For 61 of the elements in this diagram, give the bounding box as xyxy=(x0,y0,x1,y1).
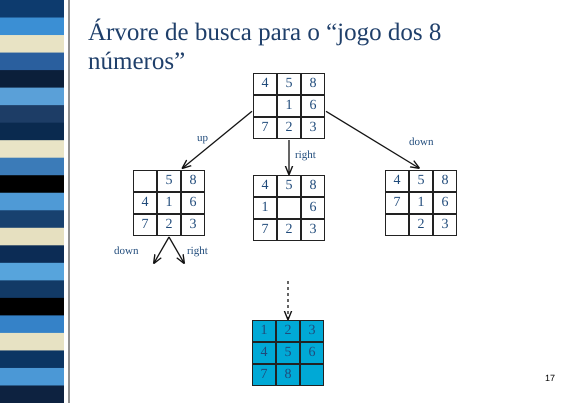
tile-number: 8 xyxy=(301,73,325,95)
arrow xyxy=(326,110,420,170)
tile-number: 5 xyxy=(276,342,300,364)
empty-tile xyxy=(133,170,157,192)
empty-tile xyxy=(385,214,409,236)
tile-number: 3 xyxy=(301,117,325,139)
tile-number: 7 xyxy=(385,192,409,214)
empty-tile xyxy=(253,95,277,117)
tile-number: 8 xyxy=(276,364,300,386)
edge-label: down xyxy=(408,136,434,148)
puzzle-board xyxy=(253,73,325,139)
tile-number: 5 xyxy=(157,170,181,192)
edge-label: right xyxy=(186,245,209,257)
tile-number: 3 xyxy=(433,214,457,236)
tile-number: 1 xyxy=(252,320,276,342)
puzzle-board xyxy=(133,170,205,236)
slide-title: Árvore de busca para o “jogo dos 8 números” xyxy=(88,18,442,76)
tile-number: 4 xyxy=(252,342,276,364)
tile-number: 1 xyxy=(157,192,181,214)
tile-number: 4 xyxy=(253,73,277,95)
tile-number: 2 xyxy=(277,117,301,139)
tile-number: 4 xyxy=(253,175,277,197)
tile-number: 4 xyxy=(133,192,157,214)
tile-number: 1 xyxy=(253,197,277,219)
tile-number: 2 xyxy=(276,320,300,342)
arrow xyxy=(152,236,170,264)
tile-number: 5 xyxy=(277,175,301,197)
tile-number: 6 xyxy=(433,192,457,214)
puzzle-board xyxy=(253,175,325,241)
edge-label: down xyxy=(113,245,140,257)
tile-number: 7 xyxy=(252,364,276,386)
tile-number: 1 xyxy=(277,95,301,117)
tile-number: 7 xyxy=(133,214,157,236)
empty-tile xyxy=(277,197,301,219)
tile-number: 6 xyxy=(300,342,324,364)
tile-number: 8 xyxy=(301,175,325,197)
page-number: 17 xyxy=(545,373,556,383)
arrow xyxy=(284,281,292,321)
tile-number: 3 xyxy=(300,320,324,342)
puzzle-board xyxy=(252,320,324,386)
tile-number: 6 xyxy=(181,192,205,214)
tile-number: 7 xyxy=(253,219,277,241)
tile-number: 2 xyxy=(157,214,181,236)
arrow xyxy=(181,110,252,170)
tile-number: 1 xyxy=(409,192,433,214)
tile-number: 4 xyxy=(385,170,409,192)
tile-number: 6 xyxy=(301,95,325,117)
tile-number: 6 xyxy=(301,197,325,219)
tile-number: 2 xyxy=(409,214,433,236)
tile-number: 8 xyxy=(181,170,205,192)
tile-number: 2 xyxy=(277,219,301,241)
tile-number: 5 xyxy=(277,73,301,95)
tile-number: 8 xyxy=(433,170,457,192)
edge-label: right xyxy=(294,149,317,161)
arrow xyxy=(168,236,186,264)
puzzle-board xyxy=(385,170,457,236)
tile-number: 3 xyxy=(181,214,205,236)
tile-number: 3 xyxy=(301,219,325,241)
tile-number: 5 xyxy=(409,170,433,192)
arrow xyxy=(284,140,294,176)
tile-number: 7 xyxy=(253,117,277,139)
